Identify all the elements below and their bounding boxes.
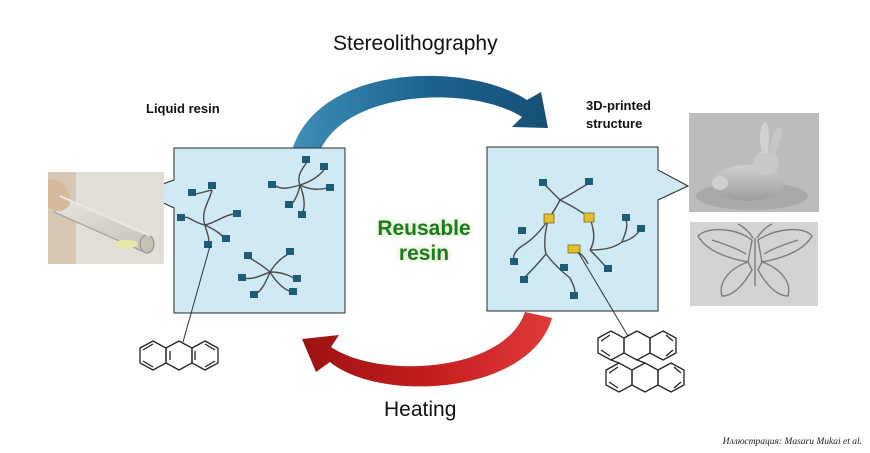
monomer-ends	[177, 182, 241, 248]
reusable-resin-title-line2: resin	[398, 242, 450, 265]
printed-structure-label-line2: structure	[586, 116, 643, 131]
crosslink-dimers	[543, 212, 595, 254]
printed-structure-panel	[486, 146, 690, 312]
anthracene-dimer-structure	[597, 330, 685, 393]
monomer-ends	[268, 156, 334, 218]
liquid-resin-label: Liquid resin	[146, 101, 220, 116]
pointer-line	[577, 251, 629, 337]
illustration-credit: Иллюстрация: Masaru Mukai et al.	[722, 437, 862, 447]
stereolithography-label: Stereolithography	[333, 32, 498, 55]
printed-structure-label-line1: 3D-printed	[586, 98, 651, 113]
reusable-resin-title-line1: Reusable	[377, 217, 471, 240]
stereolithography-arrow	[292, 75, 548, 156]
pointer-line	[182, 245, 211, 343]
anthracene-structure	[139, 340, 219, 371]
reusable-resin-title: Reusable resin	[354, 216, 494, 266]
bunny-print-photo	[689, 113, 819, 212]
monomer-ends	[238, 248, 301, 298]
liquid-resin-panel	[138, 147, 346, 314]
heating-label: Heating	[384, 398, 457, 421]
heating-arrow	[302, 312, 552, 387]
butterfly-print-photo	[690, 222, 818, 306]
network-ends	[510, 178, 645, 299]
vial-photo	[48, 172, 164, 264]
